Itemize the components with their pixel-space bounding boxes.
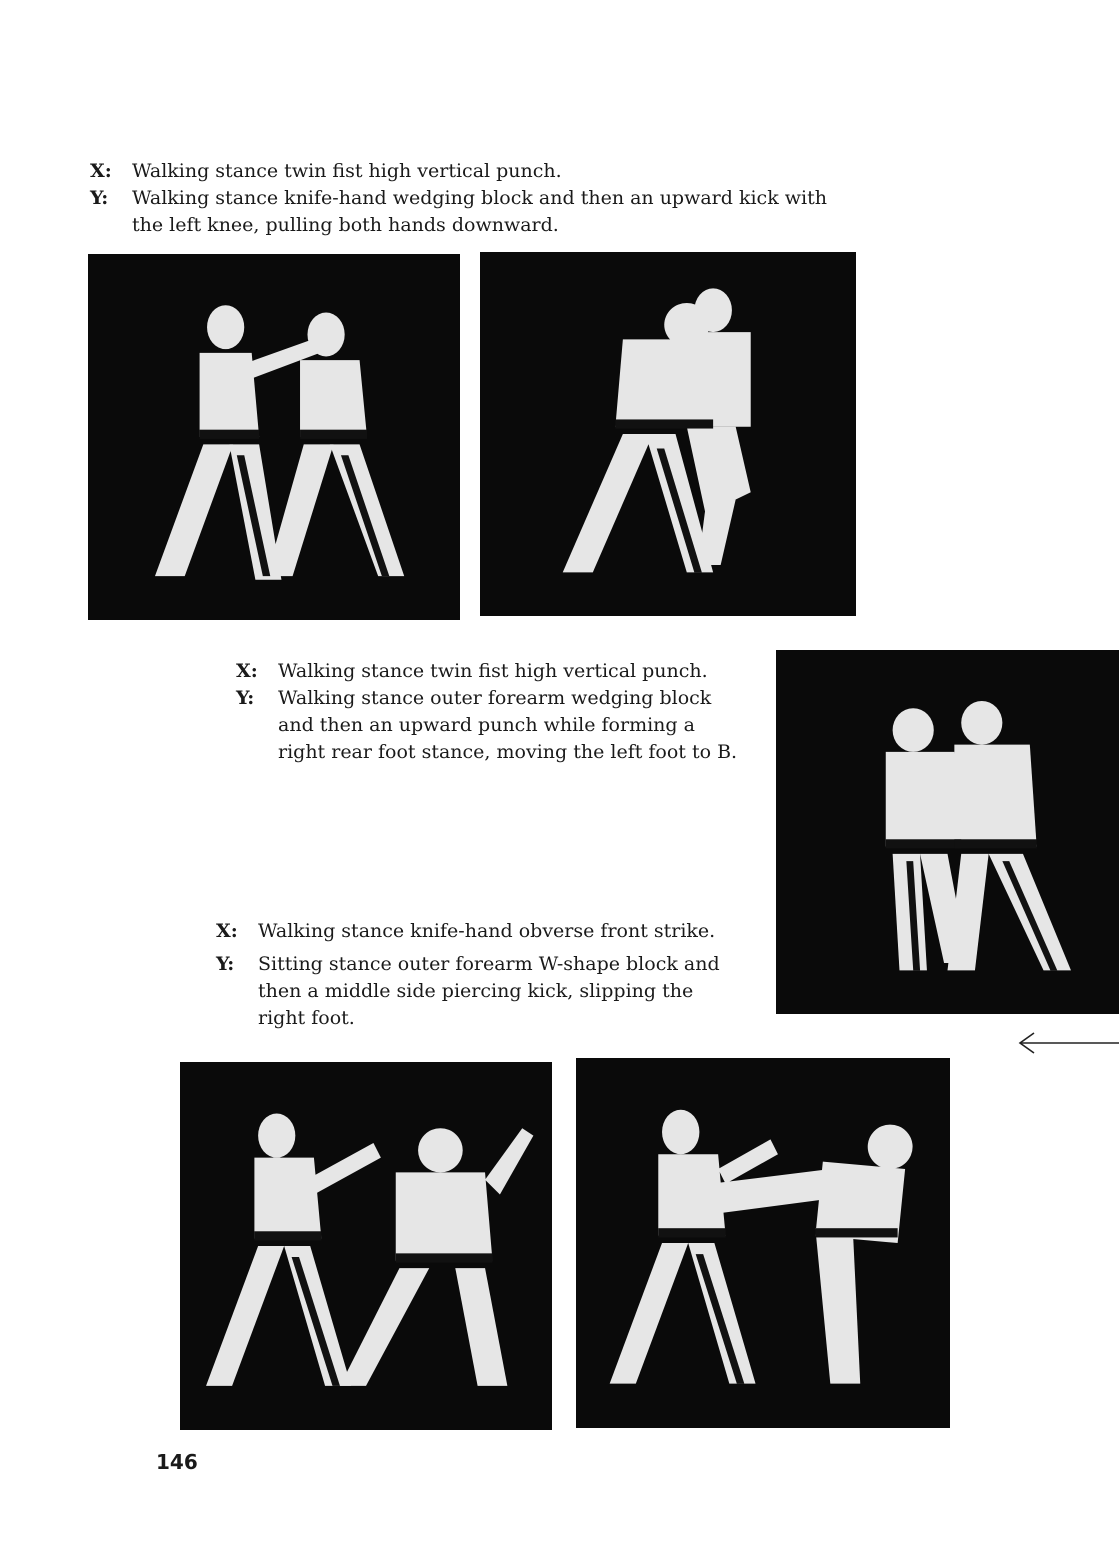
martial-arts-photo-icon — [206, 1113, 534, 1386]
martial-arts-photo-icon — [885, 700, 1071, 971]
photo-1 — [88, 254, 460, 620]
caption-text: Walking stance outer forearm wedging blo… — [278, 687, 738, 763]
caption-label: Y: — [90, 187, 109, 209]
caption-label: X: — [236, 660, 258, 682]
caption-2-line-y: Y: Walking stance outer forearm wedging … — [236, 685, 748, 766]
caption-3: X: Walking stance knife-hand obverse fro… — [216, 918, 724, 1032]
caption-label: X: — [90, 160, 112, 182]
photo-5 — [576, 1058, 950, 1428]
page-number: 146 — [156, 1450, 198, 1474]
caption-text: Walking stance twin fist high vertical p… — [278, 660, 708, 682]
caption-2: X: Walking stance twin fist high vertica… — [236, 658, 748, 766]
martial-arts-photo-icon — [562, 288, 751, 573]
caption-3-line-y: Y: Sitting stance outer forearm W-shape … — [216, 951, 724, 1032]
left-arrow-icon — [1018, 1032, 1119, 1054]
caption-1: X: Walking stance twin fist high vertica… — [90, 158, 860, 239]
caption-1-line-y: Y: Walking stance knife-hand wedging blo… — [90, 185, 860, 239]
martial-arts-photo-icon — [609, 1109, 913, 1384]
photo-3 — [776, 650, 1119, 1014]
caption-3-line-x: X: Walking stance knife-hand obverse fro… — [216, 918, 724, 945]
caption-text: Sitting stance outer forearm W-shape blo… — [258, 953, 720, 1029]
caption-text: Walking stance twin fist high vertical p… — [132, 160, 562, 182]
martial-arts-photo-icon — [154, 305, 405, 580]
photo-2 — [480, 252, 856, 616]
photo-4 — [180, 1062, 552, 1430]
caption-2-line-x: X: Walking stance twin fist high vertica… — [236, 658, 748, 685]
caption-text: Walking stance knife-hand obverse front … — [258, 920, 716, 942]
caption-label: Y: — [236, 687, 255, 709]
caption-label: X: — [216, 920, 238, 942]
caption-text: Walking stance knife-hand wedging block … — [132, 187, 827, 236]
caption-1-line-x: X: Walking stance twin fist high vertica… — [90, 158, 860, 185]
caption-label: Y: — [216, 953, 235, 975]
